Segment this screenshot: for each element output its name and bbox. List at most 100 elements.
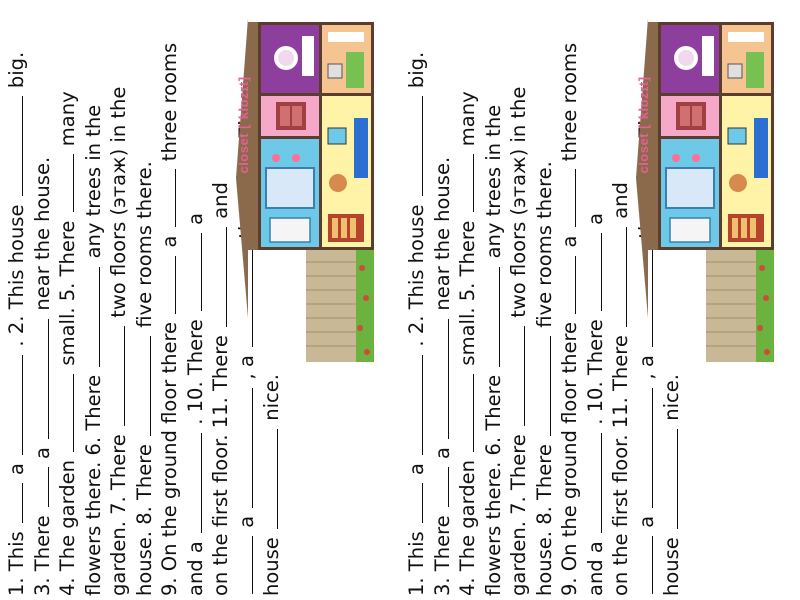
- worksheet-panel-left: 1. This a . 2. This house big. 3. There …: [4, 6, 376, 596]
- text-segment: flowers there. 6. There: [481, 368, 505, 596]
- answer-blank[interactable]: [157, 169, 176, 228]
- answer-blank[interactable]: [557, 255, 576, 314]
- worksheet-panel-right: 1. This a . 2. This house big. 3. There …: [400, 0, 800, 600]
- answer-blank[interactable]: [455, 154, 474, 213]
- text-segment: a: [234, 509, 258, 534]
- text-segment: a: [183, 212, 207, 232]
- worksheet-line-6: house. 8. There five rooms there.: [531, 6, 558, 596]
- text-segment: 4. The garden: [456, 453, 479, 596]
- roof: [236, 18, 248, 318]
- text-segment: a: [583, 212, 607, 232]
- text-segment: 1. This: [5, 525, 28, 596]
- answer-blank[interactable]: [480, 266, 500, 367]
- text-segment: . 2. This house: [405, 198, 428, 353]
- answer-blank[interactable]: [182, 233, 202, 312]
- house-illustration: [236, 18, 376, 368]
- answer-blank[interactable]: [233, 536, 253, 594]
- text-segment: many: [56, 91, 79, 153]
- text-segment: and: [609, 182, 632, 225]
- text-segment: a: [158, 229, 181, 254]
- text-segment: three rooms: [158, 42, 181, 168]
- answer-blank[interactable]: [506, 326, 525, 426]
- answer-blank[interactable]: [582, 233, 602, 312]
- answer-blank[interactable]: [131, 335, 151, 436]
- answer-blank[interactable]: [633, 536, 653, 594]
- text-segment: big.: [405, 51, 428, 95]
- worksheet-line-7: 9. On the ground floor there a three roo…: [557, 6, 583, 596]
- text-segment: small. 5. There: [56, 214, 79, 372]
- answer-blank[interactable]: [208, 226, 227, 327]
- answer-blank[interactable]: [404, 354, 423, 455]
- text-segment: any trees in the: [81, 104, 105, 265]
- text-segment: . 2. This house: [5, 198, 28, 353]
- grass: [356, 250, 374, 362]
- answer-blank[interactable]: [106, 326, 125, 426]
- text-segment: two floors (этаж) in the: [107, 86, 130, 324]
- answer-blank[interactable]: [4, 96, 23, 197]
- answer-blank[interactable]: [4, 483, 23, 524]
- text-segment: 9. On the ground floor there: [558, 315, 581, 596]
- worksheet-line-8: and a . 10. There a: [182, 6, 209, 596]
- text-segment: a: [30, 440, 54, 466]
- answer-blank[interactable]: [29, 318, 49, 439]
- answer-blank[interactable]: [633, 387, 653, 508]
- answer-blank[interactable]: [557, 169, 576, 228]
- text-segment: garden. 7. There: [507, 428, 530, 596]
- text-segment: and a: [183, 534, 207, 596]
- text-segment: small. 5. There: [456, 214, 479, 372]
- answer-blank[interactable]: [4, 354, 23, 455]
- text-segment: and a: [583, 534, 607, 596]
- worksheet-line-2: 3. There a near the house.: [429, 6, 456, 596]
- answer-blank[interactable]: [182, 432, 202, 533]
- text-segment: house: [660, 530, 683, 596]
- answer-blank[interactable]: [55, 373, 74, 452]
- answer-blank[interactable]: [29, 467, 49, 508]
- answer-blank[interactable]: [455, 373, 474, 452]
- answer-blank[interactable]: [404, 483, 423, 524]
- answer-blank[interactable]: [157, 255, 176, 314]
- house-illustration: [636, 18, 776, 368]
- text-segment: 3. There: [30, 509, 54, 596]
- answer-blank[interactable]: [55, 154, 74, 213]
- closet-vocab-label: closet [ˈklɒzɪt]: [636, 60, 660, 190]
- answer-blank[interactable]: [659, 428, 678, 529]
- grass: [756, 250, 774, 362]
- worksheet-line-6: house. 8. There five rooms there.: [131, 6, 158, 596]
- worksheet-line-9: on the first floor. 11. There and: [208, 6, 234, 596]
- text-segment: . 10. There: [183, 313, 207, 431]
- answer-blank[interactable]: [531, 335, 551, 436]
- text-segment: 1. This: [405, 525, 428, 596]
- text-segment: five rooms there.: [532, 161, 556, 334]
- answer-blank[interactable]: [582, 432, 602, 533]
- answer-blank[interactable]: [80, 266, 100, 367]
- text-segment: house. 8. There: [132, 437, 156, 596]
- text-segment: nice.: [260, 374, 283, 427]
- answer-blank[interactable]: [233, 387, 253, 508]
- closet-label-text: closet [ˈklɒzɪt]: [636, 76, 651, 174]
- answer-blank[interactable]: [259, 428, 278, 529]
- text-segment: . 10. There: [583, 313, 607, 431]
- text-segment: big.: [5, 51, 28, 95]
- house-drawing: [236, 18, 374, 362]
- worksheet-line-2: 3. There a near the house.: [29, 6, 56, 596]
- text-segment: a: [5, 456, 28, 482]
- text-segment: flowers there. 6. There: [81, 368, 105, 596]
- answer-blank[interactable]: [404, 96, 423, 197]
- worksheet-line-8: and a . 10. There a: [582, 6, 609, 596]
- answer-blank[interactable]: [429, 467, 449, 508]
- answer-blank[interactable]: [429, 318, 449, 439]
- worksheet-line-5: garden. 7. There two floors (этаж) in th…: [106, 6, 132, 596]
- answer-blank[interactable]: [608, 226, 627, 327]
- worksheet-line-4: flowers there. 6. There any trees in the: [80, 6, 107, 596]
- closet-label-text: closet [ˈklɒzɪt]: [236, 76, 251, 174]
- roof: [636, 18, 648, 318]
- worksheet-line-3: 4. The garden small. 5. There many: [55, 6, 81, 596]
- worksheet-line-4: flowers there. 6. There any trees in the: [480, 6, 507, 596]
- text-segment: 3. There: [430, 509, 454, 596]
- text-segment: a: [405, 456, 428, 482]
- text-segment: a: [430, 440, 454, 466]
- text-segment: many: [456, 91, 479, 153]
- worksheet-line-7: 9. On the ground floor there a three roo…: [157, 6, 183, 596]
- text-segment: three rooms: [558, 42, 581, 168]
- text-segment: a: [634, 509, 658, 534]
